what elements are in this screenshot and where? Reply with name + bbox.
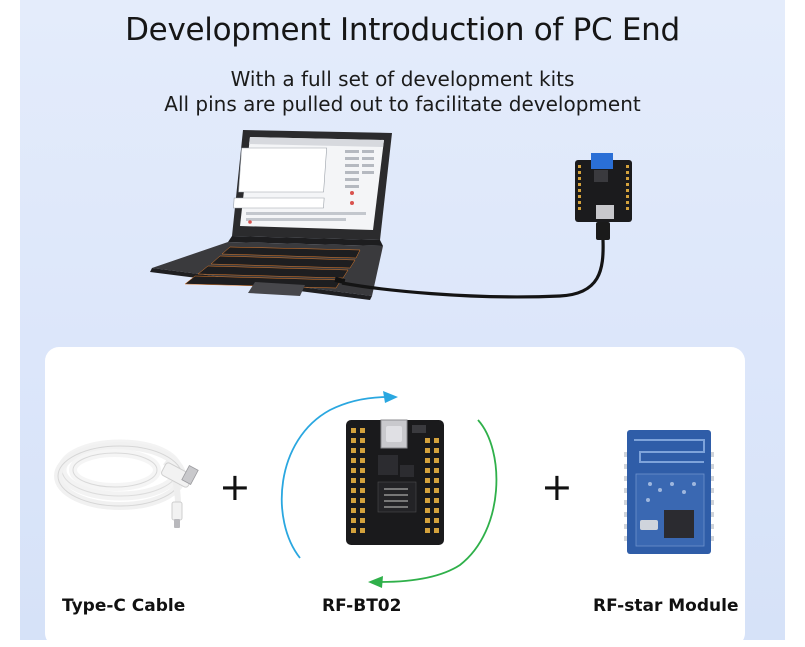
usb-cable <box>341 239 605 299</box>
plus-sign-1: + <box>219 465 251 509</box>
bluetooth-module-image <box>624 430 714 554</box>
plus-sign-2: + <box>541 465 573 509</box>
usb-plug <box>596 222 610 240</box>
subtitle-line-1: With a full set of development kits <box>230 67 575 91</box>
subtitle-line-2: All pins are pulled out to facilitate de… <box>164 92 641 116</box>
caption-rf-bt02: RF-BT02 <box>322 596 402 616</box>
dev-board-small-image <box>575 153 632 222</box>
caption-rf-star-module: RF-star Module <box>593 596 739 616</box>
dev-board-image <box>346 419 444 545</box>
rotate-arrow-icon <box>280 391 498 588</box>
pc-connection-scene <box>150 130 632 300</box>
page-title: Development Introduction of PC End <box>125 12 680 48</box>
usb-cable-image <box>54 439 199 528</box>
laptop-image <box>150 130 392 300</box>
caption-type-c-cable: Type-C Cable <box>62 596 186 616</box>
